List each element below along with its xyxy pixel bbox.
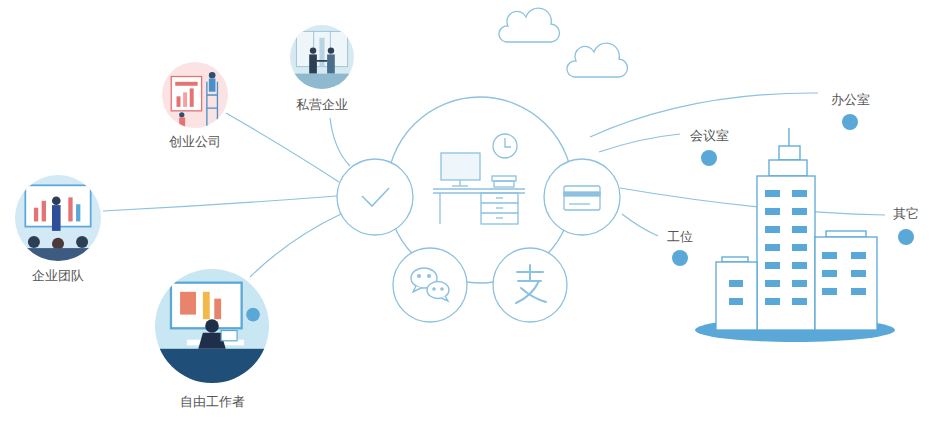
circle-illustration: [15, 175, 101, 261]
dot-shape: [898, 229, 914, 245]
category-circle: 自由工作者: [155, 269, 269, 383]
node-label: 私营企业: [296, 97, 348, 113]
location-dot: 办公室: [842, 114, 858, 130]
node-label: 其它: [893, 206, 919, 222]
location-dot: 工位: [672, 250, 688, 266]
location-dot: 其它: [898, 229, 914, 245]
building: [695, 128, 895, 342]
check-icon: [362, 188, 389, 206]
circle-illustration: [155, 269, 269, 383]
location-dot: 会议室: [701, 150, 717, 166]
node-label: 办公室: [831, 92, 870, 108]
node-label: 会议室: [690, 128, 729, 144]
dot-shape: [842, 114, 858, 130]
node-label: 自由工作者: [180, 394, 245, 410]
alipay-icon: [516, 265, 546, 303]
card-icon: [564, 186, 600, 210]
category-circle: 企业团队: [15, 175, 101, 261]
dot-shape: [701, 150, 717, 166]
node-label: 创业公司: [169, 134, 221, 150]
category-circle: 私营企业: [290, 25, 354, 89]
dot-shape: [672, 250, 688, 266]
clouds: [499, 8, 628, 77]
category-circle: 创业公司: [162, 62, 228, 128]
desk-icon: [433, 134, 525, 224]
icon-circles: [337, 159, 620, 322]
node-label: 企业团队: [32, 268, 84, 284]
wechat-icon: [411, 268, 449, 301]
circle-illustration: [162, 62, 228, 128]
node-label: 工位: [667, 229, 693, 245]
circle-illustration: [290, 25, 354, 89]
